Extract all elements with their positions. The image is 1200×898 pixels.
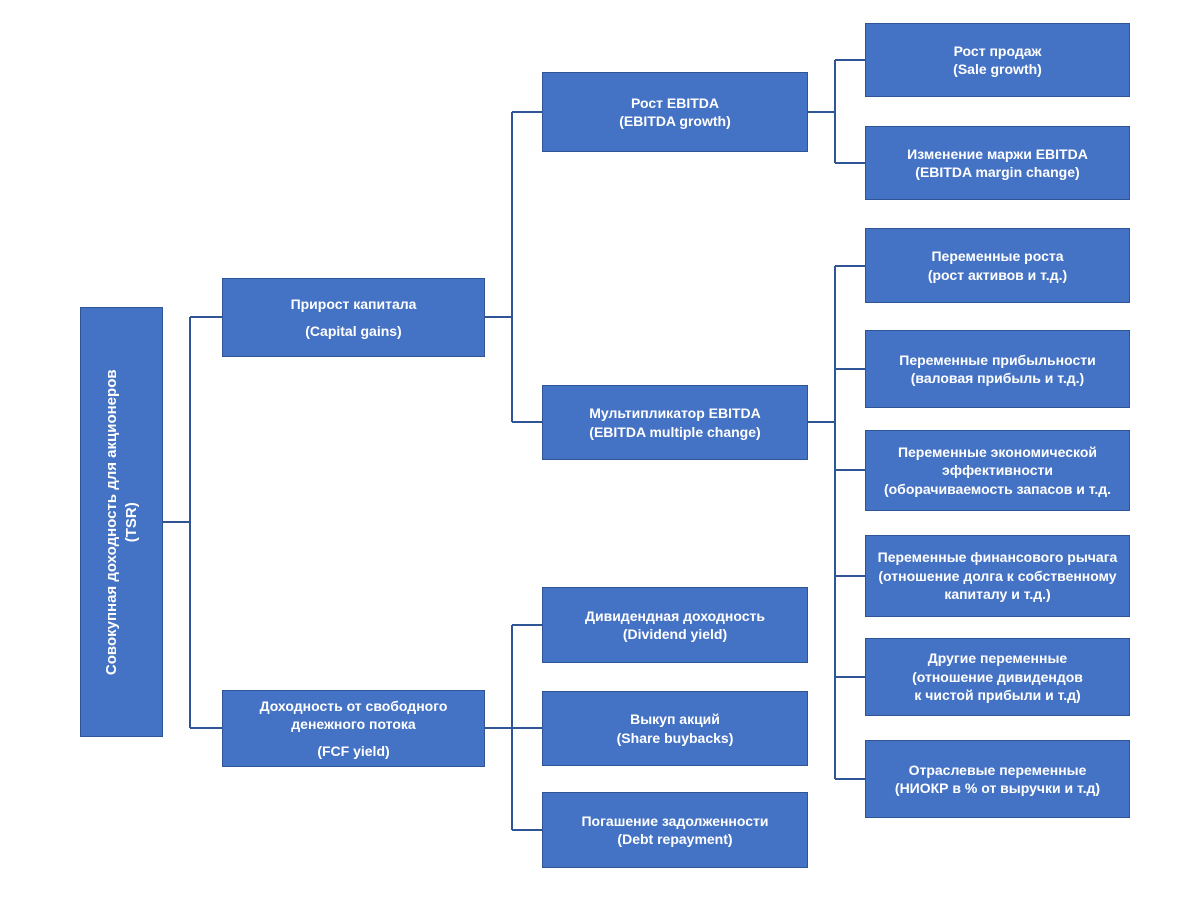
node-title: Отраслевые переменные	[908, 761, 1087, 778]
node-title: Выкуп акций	[630, 711, 720, 728]
node-tsr: Совокупная доходность для акционеров (TS…	[80, 307, 163, 737]
node-financial-leverage-variables: Переменные финансового рычага (отношение…	[865, 535, 1130, 617]
node-subtitle: (рост активов и т.д.)	[927, 266, 1068, 283]
node-other-variables: Другие переменные (отношение дивидендов …	[865, 638, 1130, 716]
node-title: Погашение задолженности	[581, 812, 769, 829]
node-subtitle: (EBITDA growth)	[619, 113, 731, 129]
node-profitability-variables: Переменные прибыльности (валовая прибыль…	[865, 330, 1130, 408]
node-subtitle: (Dividend yield)	[622, 626, 728, 642]
node-title: Дивидендная доходность	[585, 607, 765, 624]
node-subtitle: (отношение долга к собственному капиталу…	[878, 567, 1117, 603]
node-subtitle: (Share buybacks)	[616, 729, 734, 746]
node-title: Совокупная доходность для акционеров	[102, 369, 120, 675]
node-title: Рост EBITDA	[631, 94, 719, 111]
node-subtitle: (НИОКР в % от выручки и т.д)	[894, 780, 1101, 796]
node-ebitda-growth: Рост EBITDA (EBITDA growth)	[542, 72, 808, 152]
node-sale-growth: Рост продаж (Sale growth)	[865, 23, 1130, 97]
node-subtitle: (Capital gains)	[305, 322, 402, 339]
node-title: Переменные роста	[931, 248, 1064, 265]
node-ebitda-margin-change: Изменение маржи EBITDA (EBITDA margin ch…	[865, 126, 1130, 200]
node-subtitle: (EBITDA margin change)	[915, 164, 1080, 180]
node-subtitle: (Debt repayment)	[617, 831, 733, 847]
node-subtitle: (Sale growth)	[953, 61, 1042, 77]
node-growth-variables: Переменные роста (рост активов и т.д.)	[865, 228, 1130, 303]
node-industry-variables: Отраслевые переменные (НИОКР в % от выру…	[865, 740, 1130, 818]
node-subtitle: (валовая прибыль и т.д.)	[910, 370, 1085, 386]
node-fcf-yield: Доходность от свободного денежного поток…	[222, 690, 485, 767]
node-title: Другие переменные	[927, 650, 1068, 667]
connector-ebitda-growth-children	[808, 59, 865, 164]
node-title: Переменные прибыльности	[899, 351, 1096, 368]
node-title: Мультипликатор EBITDA	[589, 405, 761, 422]
node-subtitle: (оборачиваемость запасов и т.д.	[883, 480, 1112, 497]
connector-ebitda-multiple-children	[808, 265, 865, 780]
node-subtitle: (отношение дивидендов к чистой прибыли и…	[912, 668, 1083, 704]
node-subtitle: (EBITDA multiple change)	[589, 423, 761, 440]
node-ebitda-multiple-change: Мультипликатор EBITDA (EBITDA multiple c…	[542, 385, 808, 460]
node-title: Переменные финансового рычага	[877, 549, 1118, 566]
node-debt-repayment: Погашение задолженности (Debt repayment)	[542, 792, 808, 868]
node-title: Рост продаж	[953, 42, 1042, 59]
node-title: Переменные экономической эффективности	[897, 443, 1098, 479]
node-economic-efficiency-variables: Переменные экономической эффективности (…	[865, 430, 1130, 511]
connector-capital-gains-children	[485, 111, 542, 423]
node-capital-gains: Прирост капитала (Capital gains)	[222, 278, 485, 357]
node-share-buybacks: Выкуп акций (Share buybacks)	[542, 691, 808, 766]
connector-fcf-yield-children	[485, 624, 542, 831]
node-subtitle: (TSR)	[122, 502, 140, 542]
node-title: Доходность от свободного денежного поток…	[259, 697, 448, 733]
node-subtitle: (FCF yield)	[317, 742, 390, 759]
node-dividend-yield: Дивидендная доходность (Dividend yield)	[542, 587, 808, 663]
node-title: Прирост капитала	[290, 296, 417, 313]
node-title: Изменение маржи EBITDA	[907, 145, 1088, 162]
connector-tsr-children	[163, 316, 222, 729]
